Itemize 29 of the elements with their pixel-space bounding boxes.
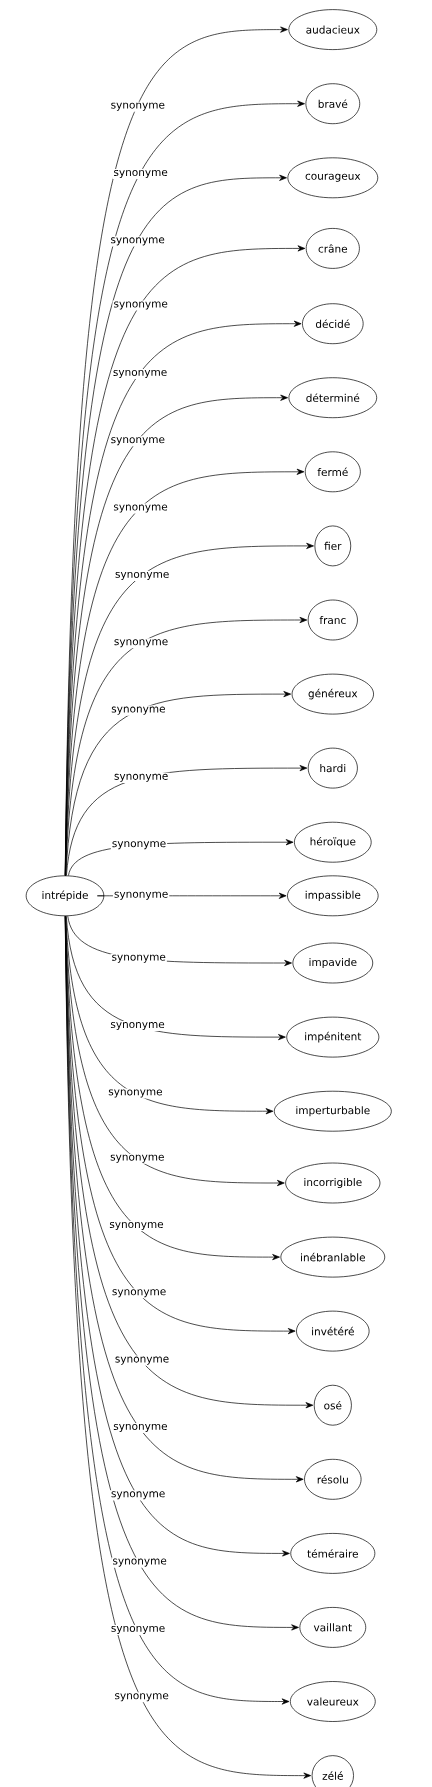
edge-label: synonyme [109,1490,167,1501]
edge-label: synonyme [109,1153,166,1164]
arrow [65,691,292,876]
edge-label: synonyme [110,840,168,851]
edge-label: synonyme [112,772,170,783]
edge-label: synonyme [112,638,170,649]
edge-label: synonyme [112,1422,169,1434]
edge-label: synonyme [113,1692,170,1703]
edge-label: synonyme [110,953,167,964]
arrow [66,765,308,876]
edge-label: synonyme [109,236,166,247]
edge-label: synonyme [109,436,166,447]
edge-label: synonyme [110,705,167,716]
edge-label: synonyme [112,300,169,311]
edge-label: synonyme [114,570,171,581]
edge-label: synonyme [110,1288,168,1299]
arrow [65,915,274,1115]
edge-label: synonyme [112,503,169,514]
arrow [64,915,312,1779]
edge-label: synonyme [109,1624,167,1635]
edge-label: synonyme [109,101,166,112]
edge-label: synonyme [112,890,170,901]
edge-label: synonyme [109,1021,166,1032]
edge-label: synonyme [111,368,169,379]
edge-label: synonyme [107,1088,164,1099]
edge-label: synonyme [111,1557,168,1568]
edge-label: synonyme [113,1355,171,1366]
edge-label: synonyme [108,1221,165,1232]
edge-label: synonyme [112,169,169,180]
